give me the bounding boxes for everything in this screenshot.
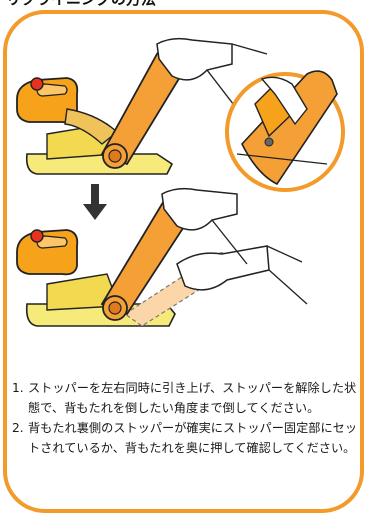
step-text: 背もたれ裏側のストッパーが確実にストッパー固定部にセットされているか、背もたれを… (28, 421, 358, 455)
arrow-down-icon (83, 184, 107, 220)
knob-icon (30, 229, 44, 243)
chair-illustration-top (16, 37, 268, 175)
instruction-list: 1. ストッパーを左右同時に引き上げ、ストッパーを解除した状態で、背もたれを倒し… (12, 378, 358, 458)
page-title: リクライニングの方法 (0, 0, 365, 11)
illustration (16, 37, 345, 327)
hand-icon (161, 187, 238, 231)
chair-illustration-bottom (16, 187, 308, 327)
step-1: 1. ストッパーを左右同時に引き上げ、ストッパーを解除した状態で、背もたれを倒し… (12, 378, 358, 418)
zoom-detail-circle (225, 70, 345, 192)
knob-icon (30, 77, 44, 91)
step-text: ストッパーを左右同時に引き上げ、ストッパーを解除した状態で、背もたれを倒したい角… (28, 381, 357, 415)
hand-icon (156, 37, 233, 81)
instruction-frame: 1. ストッパーを左右同時に引き上げ、ストッパーを解除した状態で、背もたれを倒し… (3, 10, 364, 513)
step-number: 1. (12, 381, 24, 395)
step-number: 2. (12, 421, 24, 435)
step-2: 2. 背もたれ裏側のストッパーが確実にストッパー固定部にセットされているか、背も… (12, 418, 358, 458)
